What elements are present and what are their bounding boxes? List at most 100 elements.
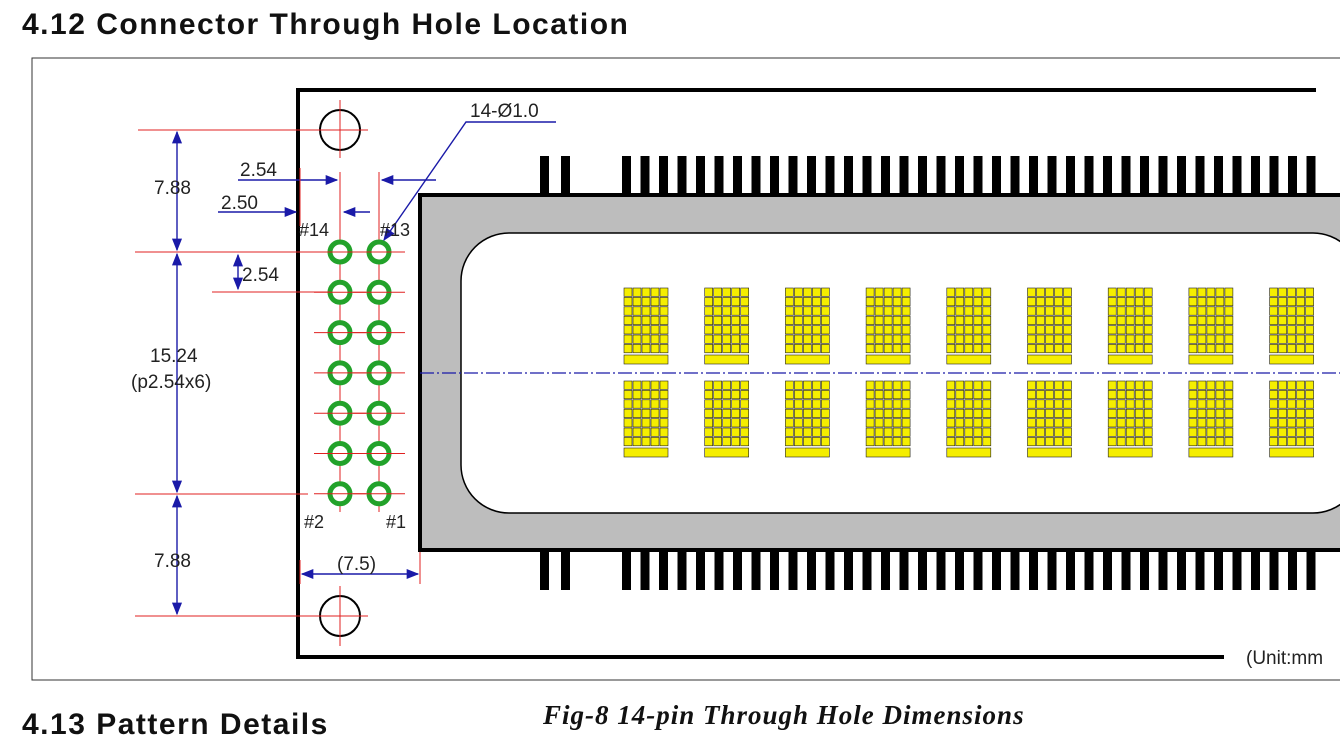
dot — [794, 390, 803, 400]
dot — [722, 325, 732, 335]
module-lead — [862, 552, 872, 590]
dot — [812, 334, 821, 344]
dot — [1215, 315, 1225, 325]
dot — [1116, 325, 1126, 335]
dot — [623, 390, 633, 400]
dot — [946, 427, 956, 437]
character-cell — [623, 380, 669, 458]
dot — [704, 418, 714, 428]
character-cell — [946, 380, 992, 458]
dot — [865, 344, 875, 354]
module-lead — [973, 552, 983, 590]
dot — [794, 297, 803, 307]
dot — [623, 334, 633, 344]
dot — [1305, 297, 1314, 307]
dot — [1036, 437, 1045, 447]
dot — [1036, 427, 1045, 437]
dot — [632, 418, 642, 428]
dot — [1269, 427, 1278, 437]
dot — [1045, 427, 1054, 437]
dot — [1027, 399, 1036, 409]
dot — [1143, 297, 1153, 307]
module-lead — [1269, 156, 1279, 194]
dot — [1107, 408, 1117, 418]
dot — [1027, 325, 1036, 335]
module-lead — [714, 552, 724, 590]
dimension-lines — [171, 121, 556, 616]
dot — [1215, 418, 1225, 428]
dot — [1278, 427, 1287, 437]
dot — [1197, 390, 1207, 400]
dot — [1296, 418, 1305, 428]
dot — [1287, 344, 1296, 354]
dot — [1224, 297, 1234, 307]
dot — [1134, 408, 1144, 418]
dot — [1036, 418, 1045, 428]
module-lead — [1084, 156, 1094, 194]
dot — [946, 408, 956, 418]
dot — [973, 297, 983, 307]
module-lead — [936, 552, 946, 590]
dot — [1278, 315, 1287, 325]
module-lead — [788, 552, 798, 590]
dot — [812, 306, 821, 316]
dot — [874, 418, 884, 428]
module-lead — [973, 156, 983, 194]
dot — [740, 287, 750, 297]
dot — [641, 325, 651, 335]
dot — [1063, 344, 1072, 354]
module-lead — [881, 156, 890, 194]
dot — [803, 390, 812, 400]
pin-label-2: #2 — [304, 512, 324, 532]
dot — [1287, 380, 1296, 390]
module-lead — [1251, 156, 1260, 194]
dot — [821, 399, 830, 409]
dot — [865, 306, 875, 316]
dot — [731, 287, 741, 297]
dot — [659, 315, 669, 325]
module-lead — [955, 552, 964, 590]
dot — [1063, 297, 1072, 307]
dot — [1125, 297, 1135, 307]
dot — [1036, 306, 1045, 316]
dot — [1224, 334, 1234, 344]
dot — [794, 418, 803, 428]
dot — [632, 437, 642, 447]
dot — [1107, 315, 1117, 325]
dot — [650, 297, 660, 307]
dot — [1054, 427, 1063, 437]
dot — [794, 334, 803, 344]
dot — [1296, 380, 1305, 390]
dot — [713, 437, 723, 447]
dot — [821, 437, 830, 447]
dot — [1054, 418, 1063, 428]
module-lead — [1232, 552, 1242, 590]
dot — [803, 380, 812, 390]
dot — [704, 437, 714, 447]
dot — [865, 427, 875, 437]
dot — [1143, 306, 1153, 316]
dot — [892, 287, 902, 297]
dot — [704, 334, 714, 344]
dot — [1125, 287, 1135, 297]
dot — [641, 408, 651, 418]
dot — [1054, 297, 1063, 307]
dot — [740, 380, 750, 390]
dot — [1296, 427, 1305, 437]
cursor-line — [623, 447, 669, 458]
character-cells — [623, 287, 1314, 458]
dot — [1278, 325, 1287, 335]
dot — [955, 334, 965, 344]
dot — [623, 297, 633, 307]
dot — [1063, 418, 1072, 428]
dot — [1278, 418, 1287, 428]
module-lead — [733, 156, 742, 194]
dot — [874, 437, 884, 447]
dot — [973, 427, 983, 437]
dot — [1305, 418, 1314, 428]
dot — [1287, 390, 1296, 400]
dot — [803, 427, 812, 437]
character-cell — [704, 287, 750, 365]
dot — [623, 315, 633, 325]
cursor-line — [623, 354, 669, 365]
